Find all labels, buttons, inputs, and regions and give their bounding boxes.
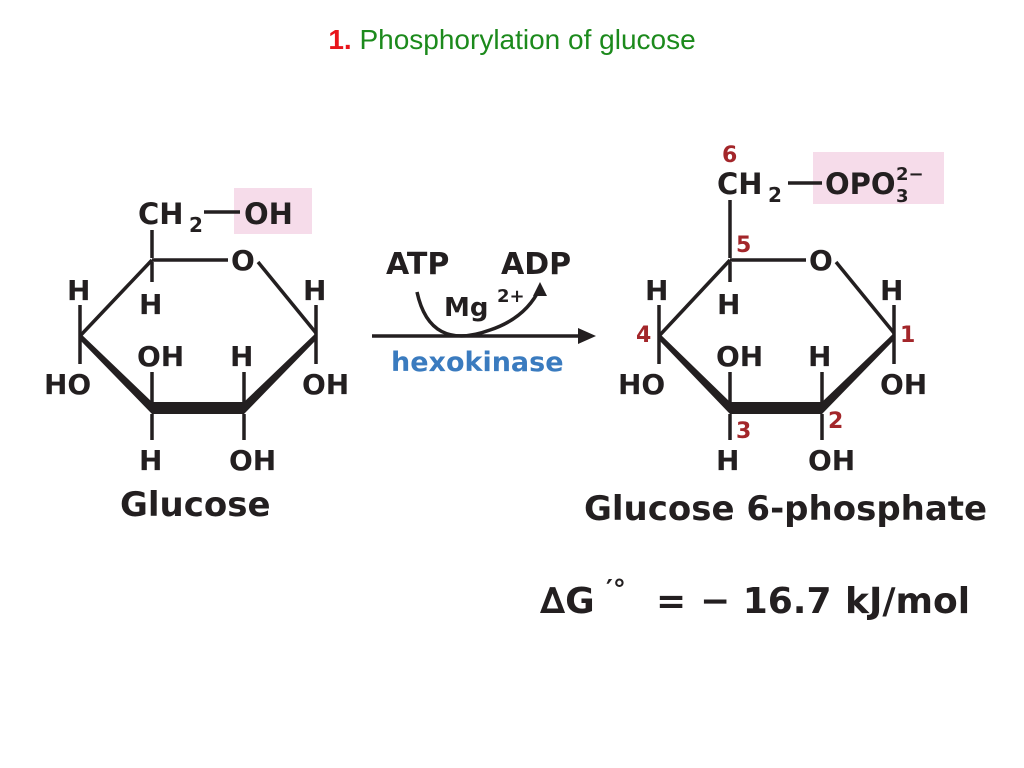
glucose-ch2-subscript: 2 bbox=[189, 213, 203, 237]
g6p-o-c1-bond bbox=[834, 260, 896, 335]
g6p-c4-c3-wedge bbox=[659, 333, 730, 414]
g6p-c2-h: H bbox=[808, 340, 831, 373]
g6p-ch2-subscript: 2 bbox=[768, 183, 782, 207]
delta-g-equals: = bbox=[656, 581, 686, 622]
g6p-c2-c1-wedge bbox=[822, 333, 894, 414]
delta-g-value: − 16.7 bbox=[700, 581, 832, 622]
g6p-c3-c2-bold-bond bbox=[730, 402, 822, 414]
delta-g-prime: ′° bbox=[606, 575, 626, 605]
enzyme-label: hexokinase bbox=[391, 347, 564, 378]
glucose-c4-ho: HO bbox=[44, 368, 91, 401]
glucose-c5-h: H bbox=[139, 288, 162, 321]
g6p-name: Glucose 6-phosphate bbox=[584, 489, 987, 529]
title-number: 1. bbox=[328, 24, 352, 55]
g6p-phosphate-label: OPO bbox=[825, 167, 896, 201]
g6p-ch2-label: CH bbox=[717, 167, 763, 201]
g6p-c5-h: H bbox=[717, 288, 740, 321]
glucose-ring-oxygen: O bbox=[231, 244, 255, 277]
glucose-c1-oh: OH bbox=[302, 368, 349, 401]
glucose-c3-h-bottom: H bbox=[139, 444, 162, 477]
glucose-c5-c4-bond bbox=[78, 258, 154, 338]
g6p-structure: 6 CH 2 OPO 3 2− 5 O H H H OH H HO OH H O… bbox=[584, 143, 987, 529]
g6p-ring-oxygen: O bbox=[809, 244, 833, 277]
glucose-c2-oh-bottom: OH bbox=[229, 444, 276, 477]
glucose-structure: CH 2 OH O H H H OH H HO OH H OH Glucose bbox=[44, 188, 349, 525]
g6p-c3-h-bottom: H bbox=[716, 444, 739, 477]
glucose-c3-c2-bold-bond bbox=[152, 402, 244, 414]
g6p-position-1: 1 bbox=[900, 323, 915, 348]
g6p-c4-ho: HO bbox=[618, 368, 665, 401]
mg-label: Mg bbox=[444, 293, 488, 323]
atp-label: ATP bbox=[386, 247, 449, 282]
g6p-c1-oh: OH bbox=[880, 368, 927, 401]
g6p-c5-c4-bond bbox=[657, 258, 732, 338]
g6p-c3-oh: OH bbox=[716, 340, 763, 373]
g6p-position-2: 2 bbox=[828, 409, 843, 434]
glucose-c2-h: H bbox=[230, 340, 253, 373]
g6p-c1-h: H bbox=[880, 274, 903, 307]
glucose-ch2-label: CH bbox=[138, 197, 184, 231]
glucose-c4-c3-wedge bbox=[80, 333, 152, 414]
atp-adp-curved-arrow bbox=[415, 287, 542, 338]
reaction-arrow-group: ATP ADP Mg 2+ hexokinase bbox=[372, 247, 596, 378]
g6p-position-6: 6 bbox=[722, 143, 737, 168]
glucose-o-c1-bond bbox=[256, 260, 318, 335]
g6p-phosphate-subscript: 3 bbox=[896, 186, 909, 207]
mg-charge: 2+ bbox=[497, 286, 525, 307]
glucose-oh-label: OH bbox=[244, 197, 293, 231]
delta-g-symbol: ∆G bbox=[540, 581, 595, 622]
g6p-position-5: 5 bbox=[736, 233, 751, 258]
glucose-name: Glucose bbox=[120, 485, 271, 525]
adp-label: ADP bbox=[501, 247, 571, 282]
glucose-c4-h: H bbox=[67, 274, 90, 307]
glucose-c3-oh: OH bbox=[137, 340, 184, 373]
glucose-c2-c1-wedge bbox=[244, 333, 316, 414]
g6p-phosphate-highlight bbox=[813, 152, 944, 204]
g6p-c4-h: H bbox=[645, 274, 668, 307]
delta-g-unit: kJ/mol bbox=[845, 581, 970, 622]
glucose-c1-h: H bbox=[303, 274, 326, 307]
curved-arrow-head bbox=[533, 282, 547, 296]
delta-g-expression: ∆G ′° = − 16.7 kJ/mol bbox=[540, 575, 970, 622]
reaction-arrow-head bbox=[578, 328, 596, 344]
g6p-phosphate-charge: 2− bbox=[896, 164, 924, 185]
title-text: Phosphorylation of glucose bbox=[359, 24, 696, 55]
slide-title: 1. Phosphorylation of glucose bbox=[0, 24, 1024, 56]
g6p-c2-oh-bottom: OH bbox=[808, 444, 855, 477]
g6p-position-4: 4 bbox=[636, 323, 651, 348]
glucose-oh-highlight bbox=[234, 188, 312, 234]
g6p-position-3: 3 bbox=[736, 419, 751, 444]
